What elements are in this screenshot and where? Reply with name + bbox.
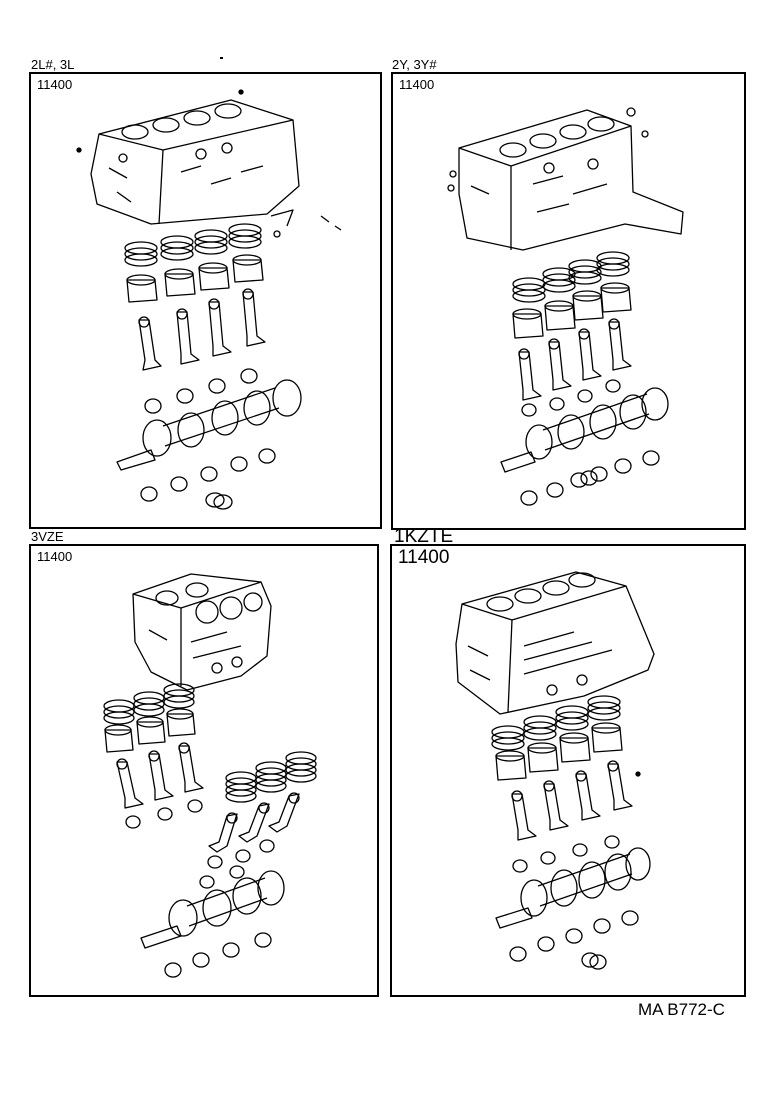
crankshaft [500,387,669,473]
panel-3-part-number: 11400 [37,549,73,564]
panel-4-part-number: 11400 [398,547,450,568]
panel-1-part-number: 11400 [37,77,73,92]
piston-rings [103,683,195,725]
pistons [512,282,632,339]
bearings-lower [164,932,272,978]
speck [220,57,223,59]
connecting-rods-bank-2 [208,792,300,853]
piston-rings [491,695,621,751]
engine-diagram-1kzte [455,571,655,970]
bearings-upper [521,379,621,417]
pistons-bank-1 [104,708,196,753]
crankshaft [116,379,302,471]
piston-rings [512,251,630,303]
engine-diagram-3vze [103,573,317,978]
piston-rings [124,223,262,267]
connecting-rods [518,318,632,401]
bearings-lower [509,910,639,970]
piston-rings-bank-2 [225,751,317,803]
engine-diagram-2y-3y [447,107,684,506]
panel-2-part-number: 11400 [399,77,435,92]
connecting-rods [511,760,633,841]
bearings-upper [144,368,258,414]
panel-3vze: 11400 [29,544,379,997]
panel-2l-3l: 11400 [29,72,382,529]
panel-1kzte: 11400 [390,544,746,997]
pistons [126,254,264,303]
bearings-bank-1 [125,799,203,829]
connecting-rods-bank-1 [116,742,204,809]
connecting-rods [138,288,266,371]
panel-1-header: 2L#, 3L [31,57,75,72]
panel-3-header: 3VZE [31,529,64,544]
bearings-upper [512,835,620,873]
cylinder-block [90,99,300,225]
bearings-lower [140,448,276,510]
cylinder-block [132,573,272,691]
panel-2-header: 2Y, 3Y# [392,57,437,72]
crankshaft [140,870,285,949]
engine-diagram-2l-3l [76,89,342,510]
diagram-reference-code: MA B772-C [638,1000,725,1019]
bearings-lower [520,450,660,506]
bearings-bank-2 [199,839,275,889]
panel-4-header: 1KZTE [394,526,454,547]
pistons [495,722,623,781]
cylinder-block [455,571,655,715]
crankshaft [495,847,651,929]
panel-2y-3y: 11400 [391,72,746,530]
cylinder-block [458,109,684,251]
